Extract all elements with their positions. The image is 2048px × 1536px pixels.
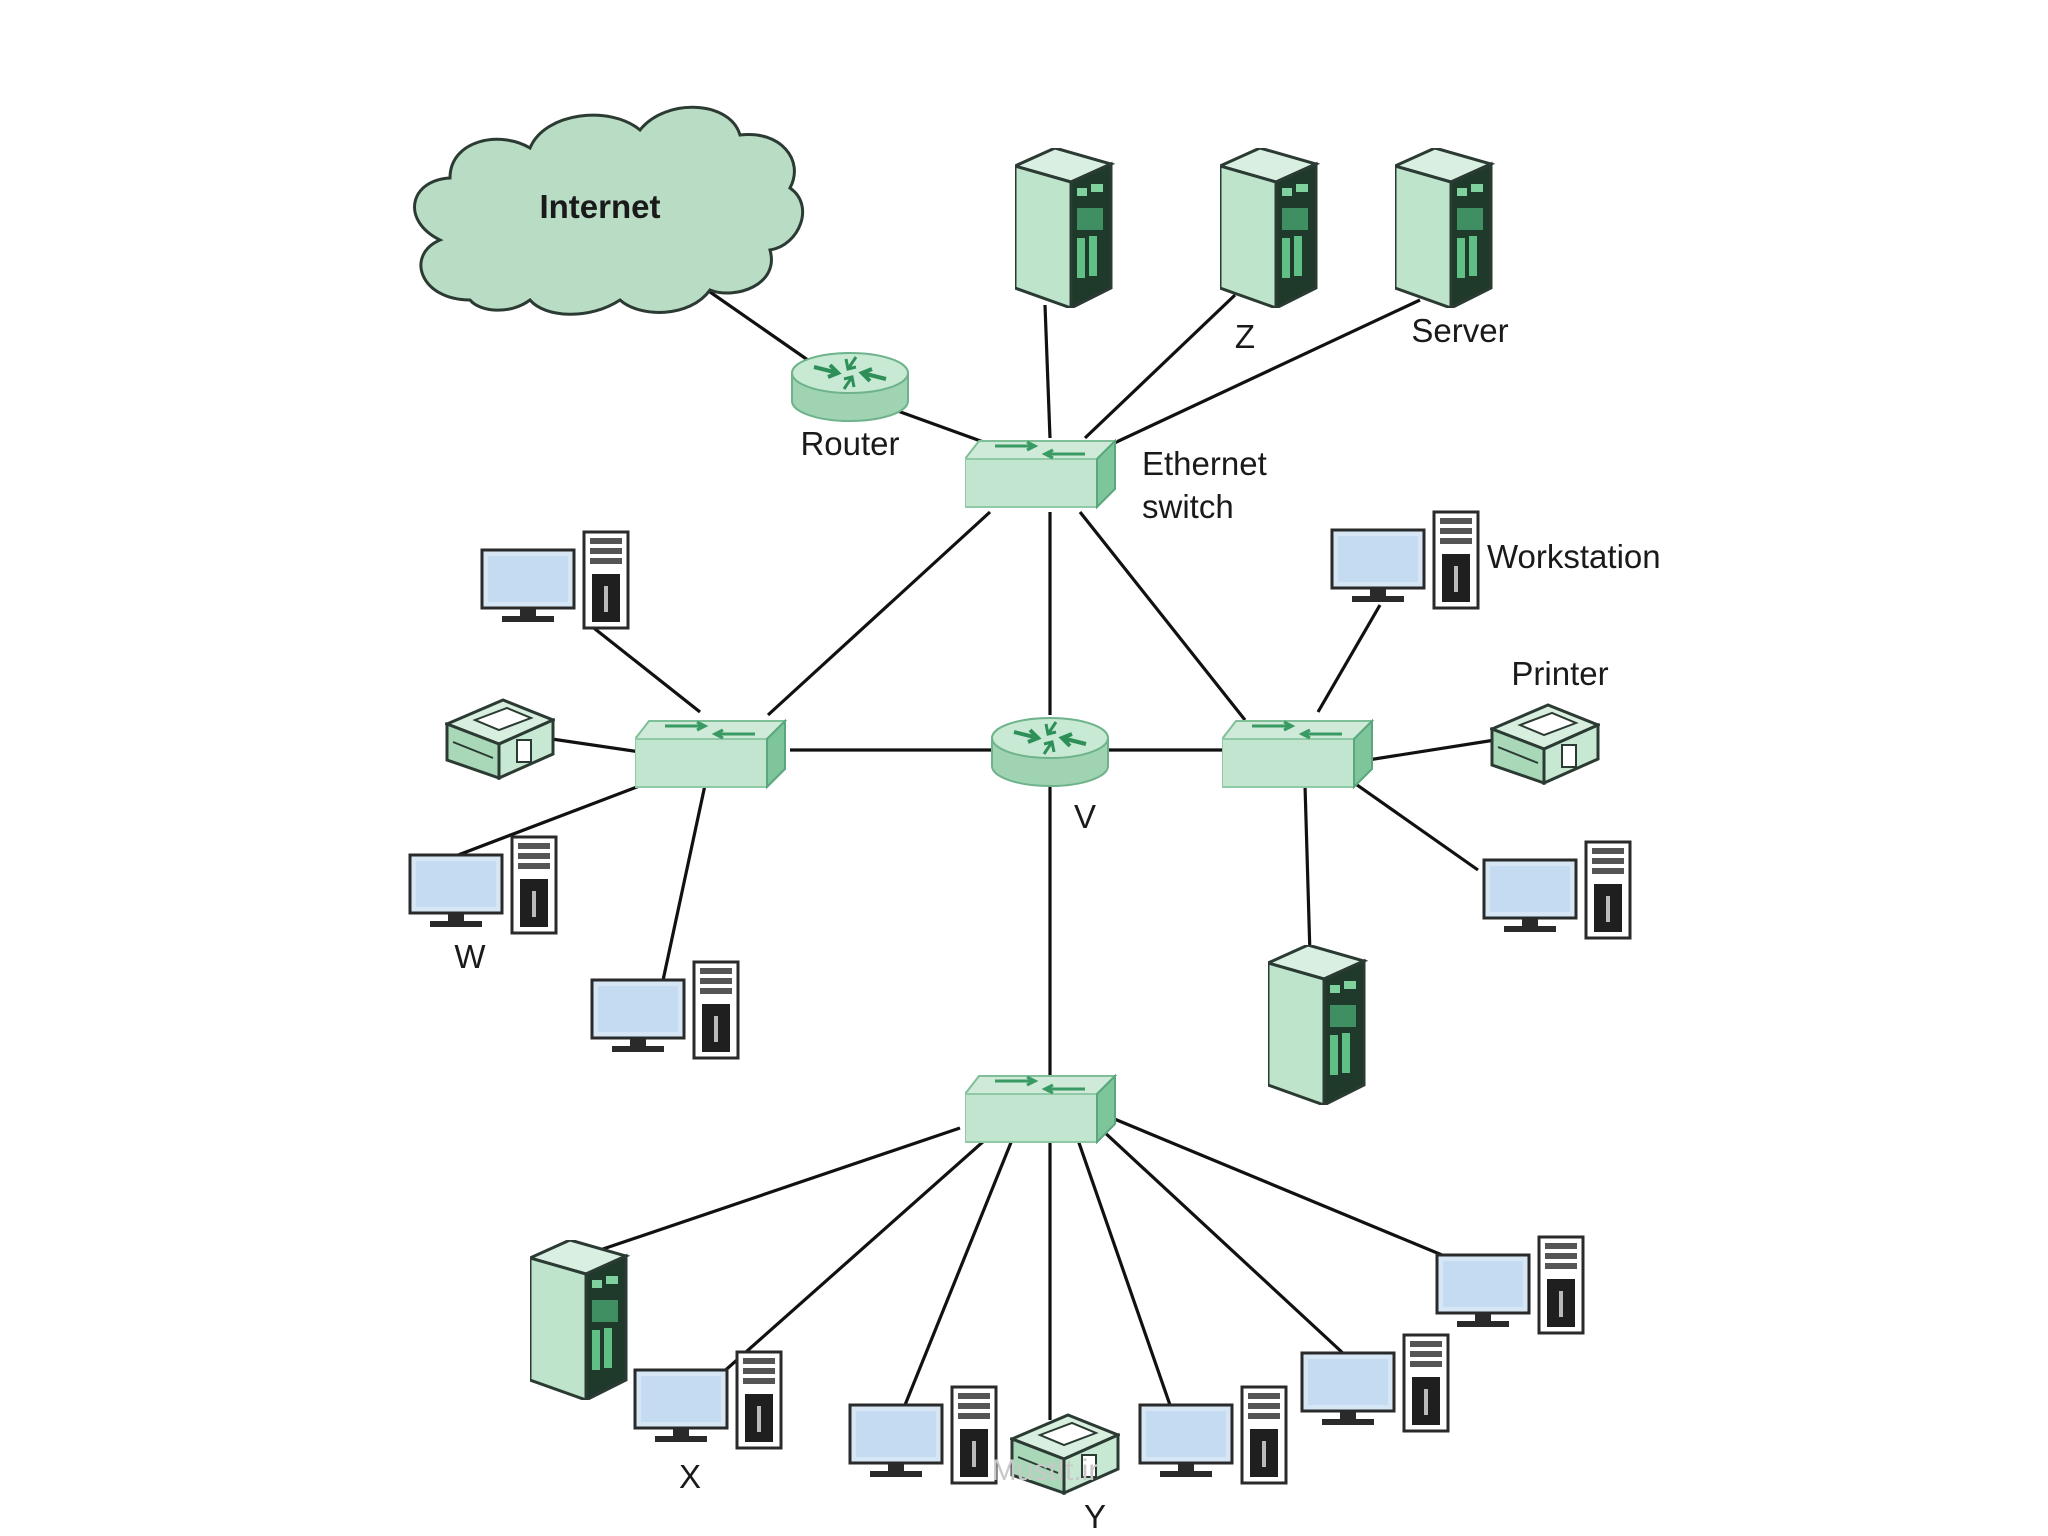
ethernet-switch-label-line1: Ethernet [1142, 445, 1267, 482]
link-z-main-switch [1083, 293, 1237, 440]
watermark-text: MustIt.ir [992, 1454, 1099, 1487]
link-right-printer [1367, 738, 1496, 762]
server-icon-server [1395, 148, 1493, 308]
workstation-icon-right-1 [1330, 510, 1480, 610]
server-icon-bottom [530, 1240, 628, 1400]
workstation-icon-bottom-3 [848, 1385, 998, 1485]
switch-icon-bottom [965, 1074, 1117, 1144]
link-bottom-ws7 [1111, 1116, 1443, 1257]
link-right-server [1303, 784, 1312, 956]
ethernet-switch-label-line2: switch [1142, 488, 1234, 525]
link-bottom-ws3 [903, 1139, 1014, 1406]
workstation-icon-bottom-7 [1435, 1235, 1585, 1335]
workstation-icon-left-1 [480, 530, 630, 630]
link-server1-main-switch [1043, 304, 1052, 439]
printer-icon-left [445, 698, 555, 780]
workstation-icon-bottom-5 [1138, 1385, 1288, 1485]
server-icon-z [1220, 148, 1318, 308]
link-main-switch-left-switch [766, 510, 992, 717]
printer-label: Printer [1511, 655, 1608, 692]
link-server-main-switch [1109, 298, 1421, 447]
switch-icon-right [1222, 719, 1374, 789]
link-bottom-ws5 [1076, 1139, 1172, 1406]
workstation-icon-x [633, 1350, 783, 1450]
link-main-switch-right-switch [1078, 511, 1247, 721]
link-bottom-ws6 [1100, 1128, 1347, 1357]
internet-label: Internet [539, 188, 660, 225]
link-right-workstation [1316, 604, 1382, 713]
router-label: Router [800, 425, 899, 462]
link-internet-router [699, 283, 816, 367]
x-label: X [679, 1458, 701, 1495]
link-left-ws4 [660, 784, 707, 986]
v-label: V [1074, 798, 1096, 835]
server-label: Server [1411, 312, 1508, 349]
link-right-ws2 [1349, 778, 1479, 872]
workstation-icon-w [408, 835, 558, 935]
links [444, 283, 1496, 1420]
printer-icon-right [1490, 703, 1600, 785]
y-label: Y [1084, 1498, 1106, 1535]
w-label: W [454, 938, 486, 975]
workstation-icon-bottom-6 [1300, 1333, 1450, 1433]
router-icon-v [990, 716, 1110, 788]
link-bottom-x [718, 1138, 987, 1377]
ethernet-switch-icon [965, 439, 1117, 509]
workstation-label: Workstation [1487, 538, 1661, 575]
switch-icon-left [635, 719, 787, 789]
link-left-w [444, 783, 643, 862]
link-left-ws1 [589, 623, 701, 714]
server-icon-1 [1015, 148, 1113, 308]
internet-cloud: Internet [413, 105, 805, 316]
link-bottom-server [599, 1126, 961, 1252]
workstation-icon-right-2 [1482, 840, 1632, 940]
link-left-printer [544, 736, 641, 754]
router-icon [790, 351, 910, 423]
z-label: Z [1235, 318, 1255, 355]
server-icon-right [1268, 945, 1366, 1105]
